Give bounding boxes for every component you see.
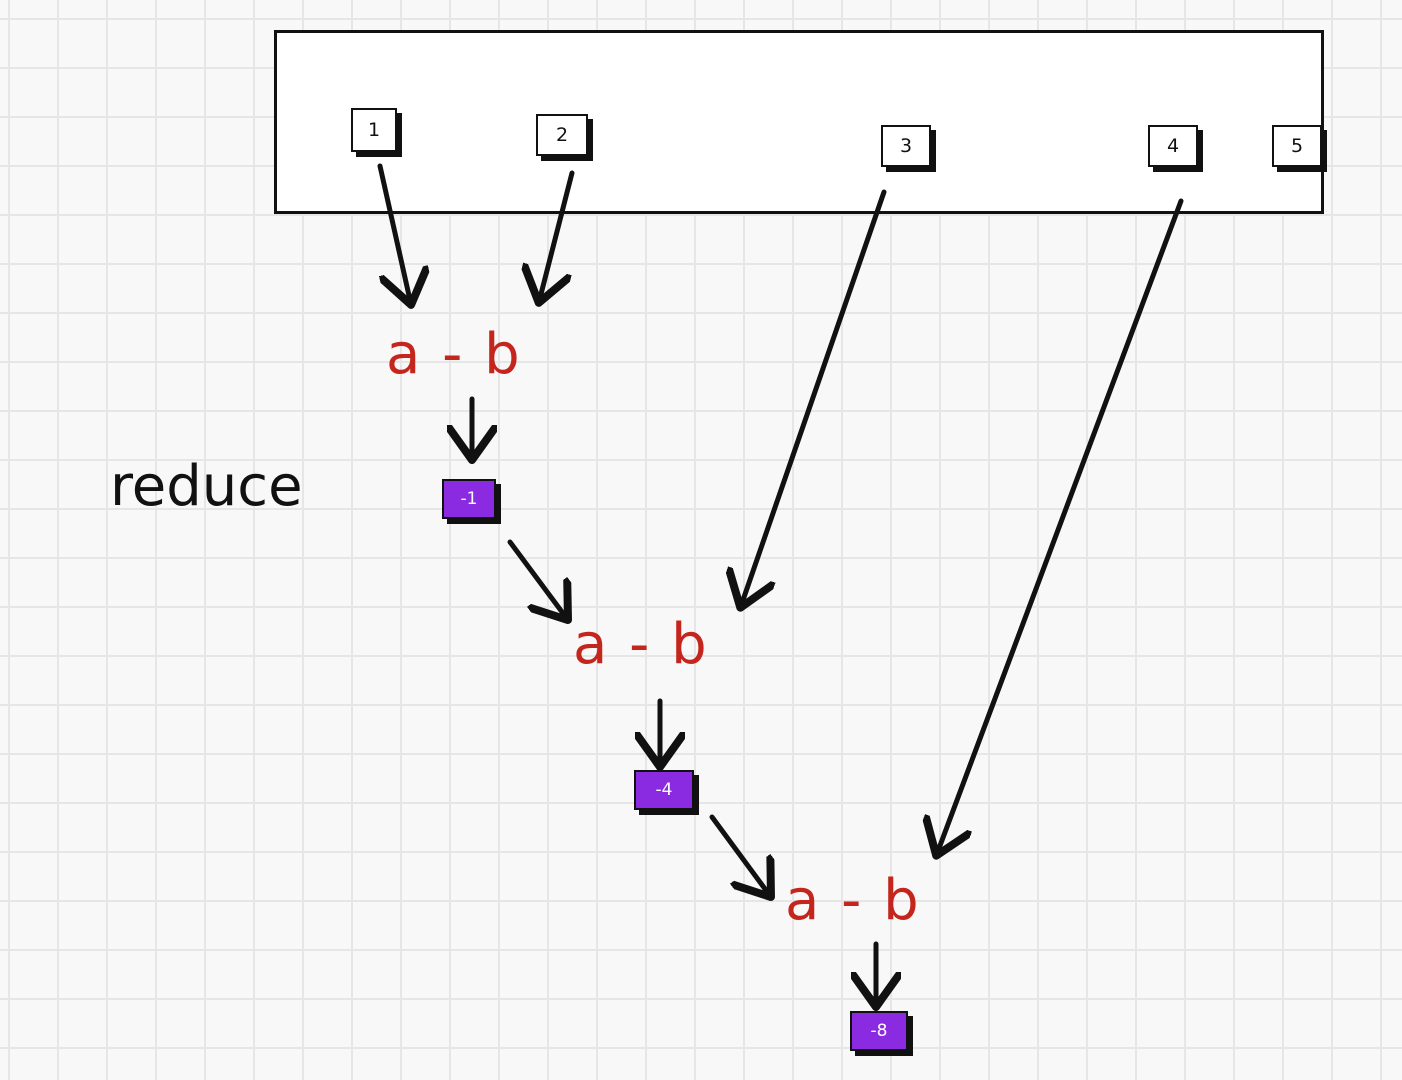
arrow-1-to-op1 bbox=[377, 163, 410, 300]
arrow-4-to-op3 bbox=[938, 198, 1184, 851]
operation-2: a - b bbox=[573, 612, 709, 677]
array-item-3: 3 bbox=[881, 125, 931, 167]
array-container bbox=[274, 30, 1324, 214]
arrow-result2-to-op3 bbox=[709, 814, 768, 893]
result-2: -4 bbox=[634, 770, 694, 810]
array-item-4: 4 bbox=[1148, 125, 1198, 167]
operation-1: a - b bbox=[386, 322, 522, 387]
result-1: -1 bbox=[442, 479, 496, 519]
array-item-2: 2 bbox=[536, 114, 588, 156]
arrow-2-to-op1 bbox=[540, 170, 575, 298]
array-item-1: 1 bbox=[351, 108, 397, 152]
arrow-result1-to-op2 bbox=[507, 539, 565, 616]
array-item-5: 5 bbox=[1272, 125, 1322, 167]
arrow-3-to-op2 bbox=[742, 189, 887, 603]
result-3: -8 bbox=[850, 1011, 908, 1051]
operation-3: a - b bbox=[785, 868, 921, 933]
reduce-label: reduce bbox=[110, 454, 303, 519]
